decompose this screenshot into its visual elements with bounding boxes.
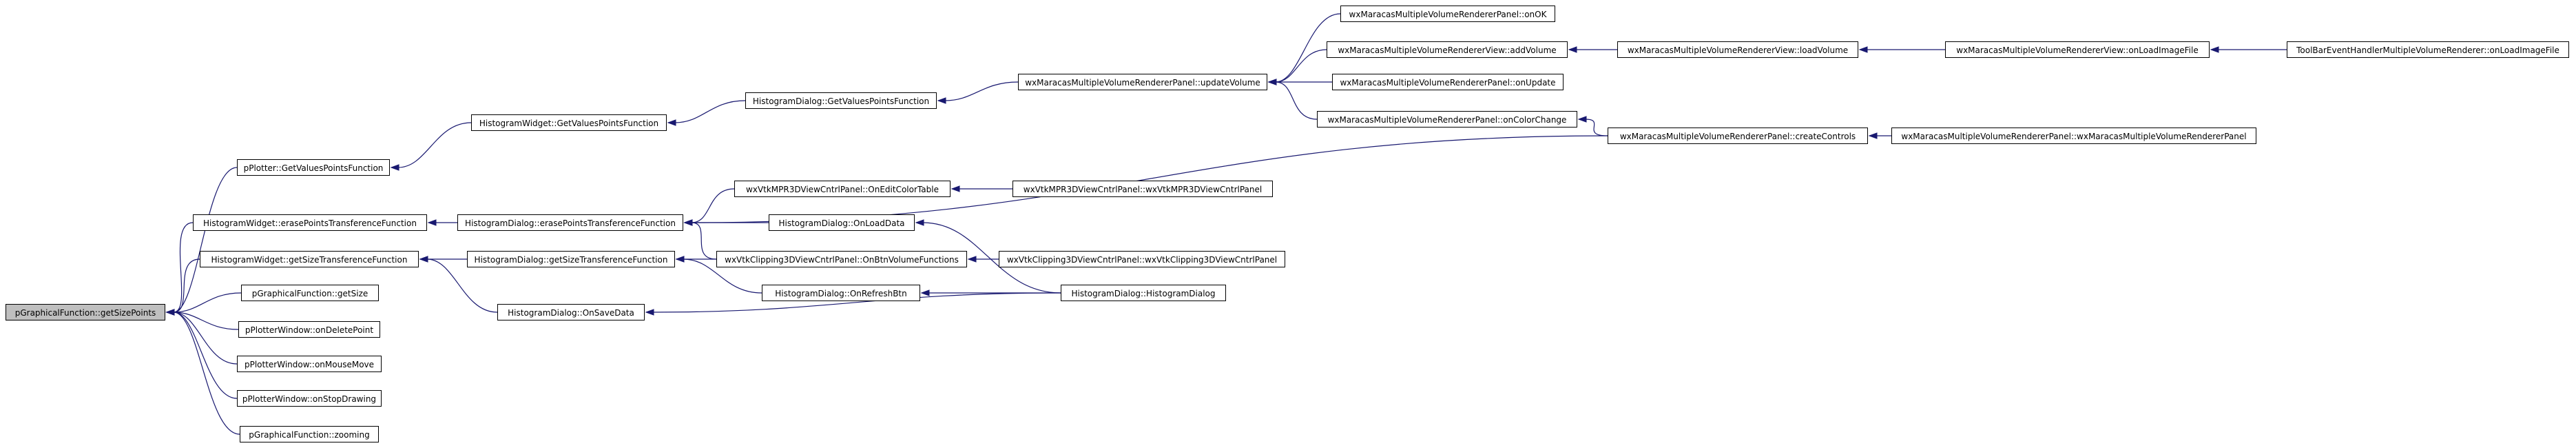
edge-arrowhead — [390, 164, 399, 171]
node-histogramdialog-onloaddata[interactable]: HistogramDialog::OnLoadData — [769, 214, 915, 231]
edge-n5-to-n4 — [1275, 13, 1341, 83]
edge-n1-to-root — [173, 167, 238, 313]
edge-arrowhead — [951, 185, 960, 192]
node-histogramwidget-erasepoints[interactable]: HistogramWidget::erasePointsTransference… — [193, 214, 427, 231]
edge-n6-to-n4 — [1275, 49, 1327, 83]
edge-n30-to-root — [173, 312, 240, 435]
node-clipping3d-constructor[interactable]: wxVtkClipping3DViewCntrlPanel::wxVtkClip… — [999, 251, 1285, 267]
node-mpr3d-constructor[interactable]: wxVtkMPR3DViewCntrlPanel::wxVtkMPR3DView… — [1012, 181, 1273, 197]
node-onok[interactable]: wxMaracasMultipleVolumeRendererPanel::on… — [1340, 6, 1555, 22]
edge-arrowhead — [967, 256, 977, 263]
node-onupdate[interactable]: wxMaracasMultipleVolumeRendererPanel::on… — [1332, 74, 1564, 90]
node-histogramwidget-getsize[interactable]: HistogramWidget::getSizeTransferenceFunc… — [200, 251, 419, 267]
node-pgraphicalfunction-zooming[interactable]: pGraphicalFunction::zooming — [240, 426, 379, 442]
edge-n11-to-n4 — [1275, 81, 1318, 120]
edge-n29-to-root — [173, 312, 238, 399]
edge-n24-to-n25 — [652, 292, 1061, 313]
edge-arrowhead — [1577, 116, 1587, 123]
node-histogramdialog-getvaluespointsfunction[interactable]: HistogramDialog::GetValuesPointsFunction — [745, 92, 937, 109]
node-histogramdialog-constructor[interactable]: HistogramDialog::HistogramDialog — [1061, 285, 1226, 301]
edge-arrowhead — [920, 289, 930, 296]
edge-n28-to-root — [173, 312, 238, 365]
node-pplotter-getvaluespointsfunction[interactable]: pPlotter::GetValuesPointsFunction — [237, 159, 390, 176]
node-toolbar-onloadimagefile[interactable]: ToolBarEventHandlerMultipleVolumeRendere… — [2287, 41, 2569, 58]
edge-n4-to-n3 — [944, 81, 1019, 101]
edge-arrowhead — [2210, 46, 2219, 53]
node-histogramdialog-onsavedata[interactable]: HistogramDialog::OnSaveData — [497, 304, 645, 320]
edge-arrowhead — [683, 219, 693, 226]
edge-arrowhead — [937, 97, 946, 104]
node-addvolume[interactable]: wxMaracasMultipleVolumeRendererView::add… — [1327, 41, 1568, 58]
edge-arrowhead — [1858, 46, 1868, 53]
node-histogramdialog-erasepoints[interactable]: HistogramDialog::erasePointsTransference… — [457, 214, 683, 231]
edge-n21-to-n15 — [691, 222, 717, 260]
node-panel-constructor[interactable]: wxMaracasMultipleVolumeRendererPanel::wx… — [1891, 128, 2256, 144]
edge-n12-to-n11 — [1585, 119, 1608, 136]
edge-n2-to-n1 — [397, 122, 472, 168]
node-createcontrols[interactable]: wxMaracasMultipleVolumeRendererPanel::cr… — [1608, 128, 1868, 144]
edge-n16-to-n15 — [691, 188, 735, 223]
node-view-onloadimagefile[interactable]: wxMaracasMultipleVolumeRendererView::onL… — [1945, 41, 2210, 58]
edge-n12-to-n15 — [691, 135, 1608, 223]
node-pgraphicalfunction-getsize[interactable]: pGraphicalFunction::getSize — [241, 285, 379, 301]
edge-arrowhead — [165, 309, 175, 316]
edge-n3-to-n2 — [674, 100, 746, 123]
node-loadvolume[interactable]: wxMaracasMultipleVolumeRendererView::loa… — [1617, 41, 1858, 58]
node-pplotterwindow-ondeletepoint[interactable]: pPlotterWindow::onDeletePoint — [238, 321, 380, 338]
node-oncolorchange[interactable]: wxMaracasMultipleVolumeRendererPanel::on… — [1317, 111, 1577, 128]
node-clipping3d-onbtnvolumefunctions[interactable]: wxVtkClipping3DViewCntrlPanel::OnBtnVolu… — [716, 251, 967, 267]
edge-n24-to-n18 — [922, 222, 1061, 294]
edge-arrowhead — [1868, 132, 1878, 139]
edge-arrowhead — [675, 256, 685, 263]
edge-arrowhead — [1267, 79, 1277, 85]
node-root[interactable]: pGraphicalFunction::getSizePoints — [6, 304, 165, 320]
edge-arrowhead — [427, 219, 437, 226]
edge-arrowhead — [667, 119, 676, 126]
node-updatevolume[interactable]: wxMaracasMultipleVolumeRendererPanel::up… — [1018, 74, 1267, 90]
edge-n26-to-root — [173, 292, 242, 313]
node-histogramwidget-getvaluespointsfunction[interactable]: HistogramWidget::GetValuesPointsFunction — [471, 114, 667, 131]
node-histogramdialog-getsize[interactable]: HistogramDialog::getSizeTransferenceFunc… — [467, 251, 675, 267]
edge-n14-to-root — [173, 222, 194, 313]
node-pplotterwindow-onmousemove[interactable]: pPlotterWindow::onMouseMove — [237, 356, 382, 372]
edge-arrowhead — [1568, 46, 1577, 53]
edge-n25-to-n19 — [426, 258, 498, 313]
edge-n23-to-n20 — [683, 258, 762, 294]
node-pplotterwindow-onstopdrawing[interactable]: pPlotterWindow::onStopDrawing — [237, 390, 382, 407]
node-mpr3d-oneditcolortable[interactable]: wxVtkMPR3DViewCntrlPanel::OnEditColorTab… — [734, 181, 951, 197]
node-histogramdialog-onrefreshbtn[interactable]: HistogramDialog::OnRefreshBtn — [762, 285, 920, 301]
edge-n27-to-root — [173, 312, 239, 330]
edge-n19-to-root — [173, 258, 200, 313]
edge-arrowhead — [419, 256, 428, 263]
edge-arrowhead — [645, 309, 654, 316]
edge-arrowhead — [915, 219, 924, 226]
